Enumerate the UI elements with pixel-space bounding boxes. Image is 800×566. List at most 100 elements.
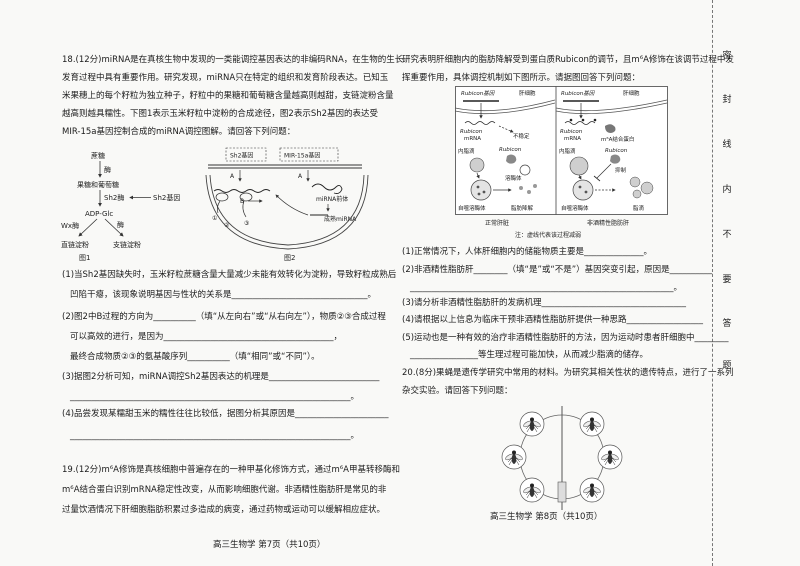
fruit-fly-5 [519,477,545,503]
page-footer: 高三生物学 第8页（共10页） [490,512,603,522]
q19-part-3: (3)请分析非酒精性脂肪肝的发病机理______________________… [402,298,687,308]
fig2-label-a: A [298,173,303,180]
fig2-ribosome [215,192,229,202]
seal-dashed-line [712,0,713,566]
right-autolysosome-dot [584,190,588,194]
culture-tube [557,481,567,503]
q18-part-3: (3)据图2分析可知，miRNA调控Sh2基因表达的机理是___________… [62,372,380,382]
figure-1-starch-pathway: 蔗糖 酶 果糖和葡萄糖 Sh2酶 Sh2基因 ADP-Glc Wx酶 酶 直链淀… [61,151,180,262]
left-lysosome-label: 溶酶体 [505,174,522,182]
fruit-fly-6 [579,477,605,503]
fig2-pre-mirna-hairpin [311,183,343,194]
right-arrow [578,174,582,180]
right-lipid-droplet-label: 内脂滴 [559,147,576,155]
q18-part-2: 最终合成物质②③的氨基酸序列__________（填“相同”或“不同”）。 [70,352,320,362]
diagram-note: 注：虚线代表该过程减弱 [515,231,581,239]
caption-nafld: 非酒精性脂肪肝 [587,219,629,227]
right-lipid-label: 脂滴 [633,204,645,212]
q19-part-5: ________________等生理过程可能加快，从而减少脂滴的储存。 [410,350,649,360]
right-lipid [640,181,654,195]
right-binding-protein-label: m⁶A结合蛋白 [601,135,634,143]
q19-part-2: ________________________________________… [410,283,683,293]
fruit-fly-2 [579,411,605,437]
right-lipid-droplet [569,156,589,176]
fig1-fructose-glucose: 果糖和葡萄糖 [77,180,119,189]
q19-part-5: (5)运动也是一种有效的治疗非酒精性脂肪肝的方法，因为运动时患者肝细胞中____… [402,333,729,343]
left-lipid-droplet [469,157,485,173]
fig2-peptide [242,200,247,218]
right-nuclear-membrane [555,99,668,112]
left-mrna-label: mRNA [464,136,481,142]
fig2-caption: 图2 [284,254,295,262]
left-arrow [498,125,514,133]
left-mrna [464,121,496,125]
fig2-membrane [209,174,365,246]
left-autolysosome [470,179,492,201]
right-inhibit-line [596,163,612,179]
right-binding-protein [605,124,616,133]
page-footer: 高三生物学 第7页（共10页） [213,540,326,550]
q18-part-4: (4)品尝发现某糯甜玉米的糯性往往比较低，据图分析其原因是___________… [62,409,389,419]
rubicon-m6a-diagram: Rubicon基因 肝细胞 Rubicon mRNA 不稳定 内脂滴 Rubic… [454,86,668,239]
q18-stem-line: 越高则越具糯性。下图1表示玉米籽粒中淀粉的合成途径，图2表示Sh2基因的表达受 [62,109,379,119]
fig2-label-a: A [230,173,235,180]
right-inhibit-label: 抑制 [615,166,627,174]
right-m6a-mark [569,118,573,122]
fig1-adp-glc: ADP-Glc [85,210,113,218]
q18-stem-line: MIR-15a基因控制合成的miRNA调控图解。请回答下列问题： [62,127,296,137]
q18-stem-line: 18.(12分)miRNA是在真核生物中发现的一类能调控基因表达的非编码RNA，… [62,55,404,65]
right-m6a-mark [593,118,597,122]
q18-part-4: ________________________________________… [70,431,360,441]
fig2-mark-2: ② [224,222,230,229]
q20-stem-line: 杂交实验。请回答下列问题： [402,386,513,396]
fig1-sh2-gene: Sh2基因 [153,193,180,202]
left-autolysosome-label: 自噬溶酶体 [458,204,486,212]
right-lipid [632,189,642,199]
q19-stem-line: 过量饮酒情况下肝细胞脂肪积累过多造成的病变，通过药物或运动可以缓解相应症状。 [62,505,386,515]
seal-char: 不 [722,230,732,240]
q19-intro-line: 挥重要作用，具体调控机制如下图所示。请据图回答下列问题： [402,73,641,83]
right-autolysosome-label: 自噬溶酶体 [561,204,589,212]
q18-stem-line: 发育过程中具有重要作用。研究发现，miRNA只在特定的组织和发育阶段表达。已知玉 [62,73,389,83]
fig1-amylopectin: 支链淀粉 [113,240,141,249]
fig2-arrow [275,194,309,216]
fig2-mature-mirna-label: 成熟miRNA [324,215,357,223]
right-inhibit-bar [593,175,601,182]
right-rubicon-protein: Rubicon [605,148,628,154]
fig1-arrow [78,218,98,237]
fig1-sh2-enzyme: Sh2酶 [104,193,124,202]
fig1-arrow [104,218,124,237]
fig2-sh2-gene-box [225,147,267,162]
left-arrow [476,172,480,179]
q18-stem-line: 米果穗上的每个籽粒为独立种子，籽粒中的果糖和葡萄糖含量越高则越甜，支链淀粉含量 [62,91,394,101]
left-degradation-label: 脂肪降解 [511,204,534,212]
q19-intro-line: 研究表明肝细胞内的脂肪降解受到蛋白质Rubicon的调节，且m⁶A修饰在该调节过… [402,55,734,65]
fig2-mir-gene: MIR-15a基因 [284,152,320,160]
right-liver-cell: 肝细胞 [623,89,640,97]
seal-char: 线 [722,140,732,150]
left-nuclear-membrane [454,102,556,115]
left-unstable: 不稳定 [513,132,530,140]
left-degraded-fragment [527,190,531,194]
right-rubicon-protein-shape [610,154,621,164]
right-autolysosome-dot [578,185,582,189]
right-autolysosome [572,179,594,201]
seal-char: 内 [722,185,732,195]
q18-part-1: (1)当Sh2基因缺失时，玉米籽粒蔗糖含量大量减少未能有效转化为淀粉，导致籽粒成… [62,270,397,280]
fig1-sucrose: 蔗糖 [91,151,105,160]
right-mrna-label: Rubicon [560,129,583,135]
fig1-enzyme-1: 酶 [104,165,111,174]
fig2-mir-gene-box [279,147,339,162]
right-lipid [629,176,641,188]
q19-part-2: (2)非酒精性脂肪肝________（填“是”或“不是”）基因突变引起，原因是_… [402,265,713,275]
seal-char: 要 [722,275,732,285]
figure-2-mirna-regulation: Sh2基因 MIR-15a基因 A A B ① ② ③ miRNA前体 成熟mi… [205,147,369,262]
left-lysosome [519,164,531,176]
fig2-membrane [205,174,369,250]
q18-part-3: ________________________________________… [70,392,360,402]
exam-page-8: 研究表明肝细胞内的脂肪降解受到蛋白质Rubicon的调节，且m⁶A修饰在该调节过… [392,0,734,566]
fig1-caption: 图1 [79,254,90,262]
seal-char: 封 [722,95,732,105]
q19-stem-line: 19.(12分)m⁶A修饰是真核细胞中普遍存在的一种甲基化修饰方式，通过m⁶A甲… [62,465,400,475]
fig1-wx-enzyme: Wx酶 [61,221,79,230]
